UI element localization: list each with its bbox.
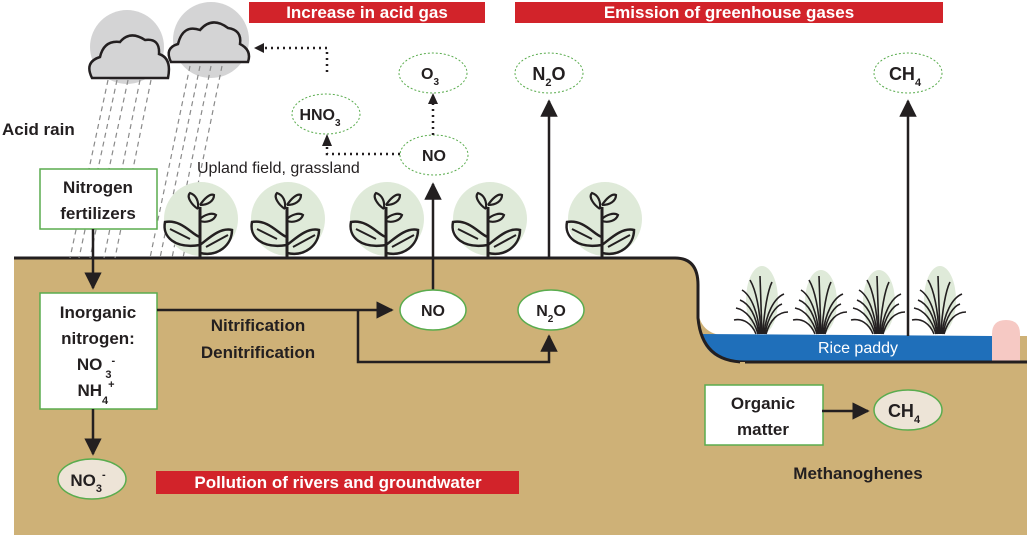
svg-text:Inorganic: Inorganic [60, 303, 137, 322]
cloud-icon [88, 10, 171, 84]
svg-text:matter: matter [737, 420, 789, 439]
rice-plant-icon [792, 270, 848, 335]
plant-icon [565, 182, 642, 259]
denitrification-label: Denitrification [201, 343, 315, 362]
banner-acid-gas [249, 2, 485, 23]
nitrogen-fertilizers-box: Nitrogen fertilizers [39, 168, 158, 230]
cloud-icon [167, 2, 251, 78]
svg-text:NO3-: NO3- [77, 355, 116, 381]
gas-n2o-soil: N2O [517, 289, 585, 331]
gas-no3-soil: NO3- [57, 458, 127, 500]
organic-matter-box: Organic matter [704, 384, 824, 446]
rice-plant-icon [850, 270, 906, 335]
svg-text:O3: O3 [421, 66, 439, 88]
arrowhead [428, 93, 438, 104]
svg-text:N2O: N2O [536, 303, 566, 325]
upland-field-label: Upland field, grassland [197, 160, 360, 177]
gas-hno3: HNO3 [291, 93, 361, 135]
methanogenes-label: Methanoghenes [793, 464, 922, 483]
inorganic-nitrogen-box: Inorganic nitrogen: NO3- NH4+ [39, 292, 158, 410]
acid-rain-label: Acid rain [2, 120, 75, 139]
gas-ch4-soil: CH4 [873, 389, 943, 431]
banner-acid-gas-text: Increase in acid gas [286, 3, 448, 22]
gas-n2o-air: N2O [514, 52, 584, 94]
svg-text:NO3-: NO3- [70, 469, 106, 495]
svg-text:HNO3: HNO3 [299, 107, 341, 129]
dotted-arrow-hno3-to-cloud [262, 46, 329, 72]
svg-text:NH4+: NH4+ [77, 379, 114, 407]
rice-plant-icon [733, 266, 789, 335]
plant-icon [349, 182, 424, 259]
svg-text:Nitrogen: Nitrogen [63, 178, 133, 197]
arrowhead [322, 134, 332, 146]
gas-no-soil: NO [399, 289, 467, 331]
plant-icon [451, 182, 527, 259]
plant-icon [250, 182, 325, 259]
rice-paddy-label: Rice paddy [818, 340, 898, 357]
nitrification-label: Nitrification [211, 316, 305, 335]
banner-pollution-text: Pollution of rivers and groundwater [194, 473, 482, 492]
svg-text:nitrogen:: nitrogen: [61, 329, 135, 348]
soil-surface-line [14, 256, 1027, 364]
svg-text:N2O: N2O [532, 64, 565, 89]
svg-text:NO: NO [421, 303, 445, 320]
dotted-arrow-no-to-hno3 [325, 144, 400, 156]
rice-plant-icon [911, 266, 967, 335]
svg-text:fertilizers: fertilizers [60, 204, 136, 223]
banner-greenhouse [515, 2, 943, 23]
plant-icon [163, 182, 238, 259]
gas-o3: O3 [398, 52, 468, 94]
gas-no-air: NO [399, 134, 469, 176]
rice-paddy-water-body [704, 336, 992, 362]
banner-greenhouse-text: Emission of greenhouse gases [604, 3, 854, 22]
svg-text:CH4: CH4 [889, 64, 922, 89]
arrowhead [254, 43, 264, 53]
svg-text:CH4: CH4 [888, 401, 921, 426]
banner-pollution [156, 471, 519, 494]
arrow-inorganic-to-n2o [356, 310, 558, 364]
levee [992, 320, 1020, 362]
svg-text:NO: NO [422, 148, 446, 165]
gas-ch4-air: CH4 [873, 52, 943, 94]
svg-text:Organic: Organic [731, 394, 795, 413]
